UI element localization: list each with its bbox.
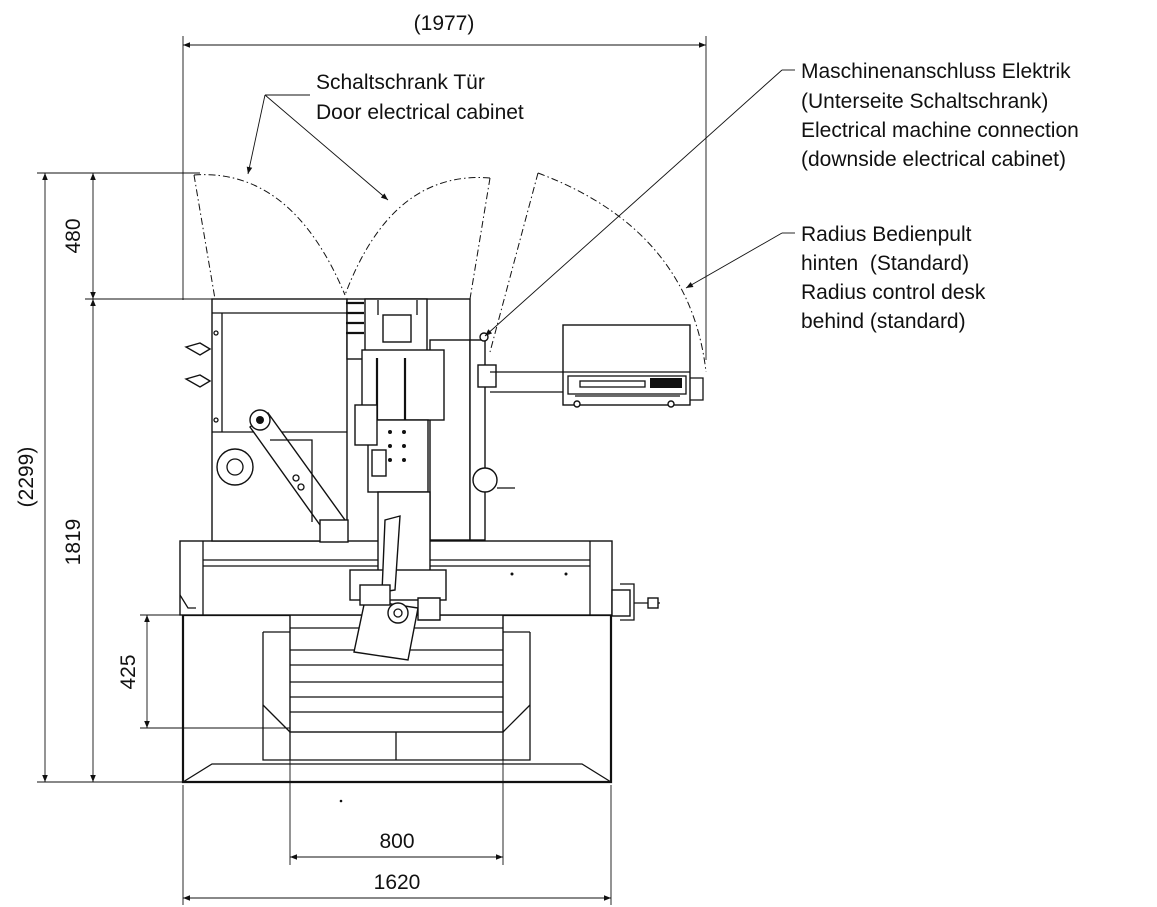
machine-connection-line4: (downside electrical cabinet) — [801, 148, 1066, 171]
control-desk-line3: Radius control desk — [801, 281, 986, 304]
door-depth-value: 480 — [62, 218, 85, 253]
base-offset-value: 425 — [117, 654, 140, 689]
machine-connection-line1: Maschinenanschluss Elektrik — [801, 60, 1071, 83]
door-swing-arcs — [193, 172, 707, 373]
control-desk-line2: hinten (Standard) — [801, 252, 969, 275]
control-desk-line1: Radius Bedienpult — [801, 223, 972, 246]
overall-width-value: (1977) — [414, 12, 475, 35]
machine-outline — [179, 298, 704, 803]
dimension-table-width: 800 — [289, 740, 504, 865]
dimension-base-width: 1620 — [182, 785, 612, 905]
dimension-overall-width: (1977) — [182, 12, 707, 360]
dimension-overall-height: (2299) — [15, 172, 200, 783]
machine-connection-line2: (Unterseite Schaltschrank) — [801, 90, 1048, 113]
label-control-desk: Radius Bedienpult hinten (Standard) Radi… — [801, 223, 986, 333]
dimension-door-depth: 480 — [62, 173, 215, 300]
label-door-cabinet: Schaltschrank Tür Door electrical cabine… — [316, 71, 524, 124]
leader-machine-connection — [484, 69, 795, 337]
table-width-value: 800 — [379, 830, 414, 853]
overall-height-value: (2299) — [15, 447, 38, 508]
electrical-cabinet — [184, 298, 349, 543]
door-cabinet-line1: Schaltschrank Tür — [316, 71, 485, 94]
label-machine-connection: Maschinenanschluss Elektrik (Unterseite … — [801, 60, 1079, 171]
leader-door-cabinet — [246, 94, 389, 201]
base-width-value: 1620 — [374, 871, 421, 894]
machine-spindle — [353, 515, 441, 661]
door-cabinet-line2: Door electrical cabinet — [316, 101, 524, 124]
body-depth-value: 1819 — [62, 519, 85, 566]
leader-control-desk — [685, 232, 795, 289]
control-desk-line4: behind (standard) — [801, 310, 966, 333]
dimension-body-depth: 1819 — [62, 299, 96, 782]
control-desk — [490, 324, 704, 408]
machine-connection-line3: Electrical machine connection — [801, 119, 1079, 142]
